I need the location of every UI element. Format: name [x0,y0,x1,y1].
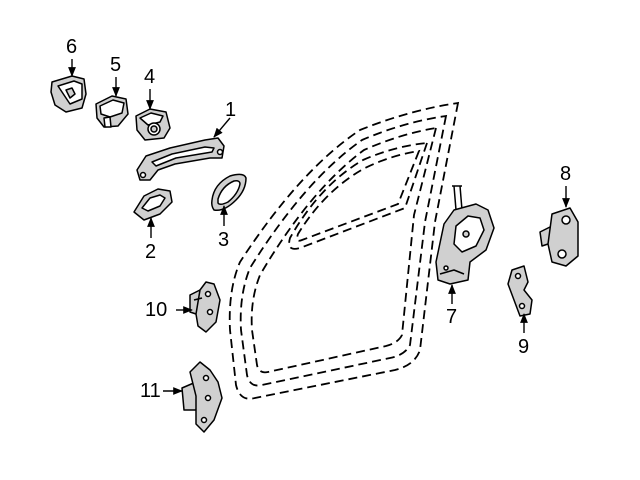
lower-hinge-part [181,361,223,433]
callout-11: 11 [140,380,161,402]
striker-shim-part [507,265,533,317]
door-frame-outline [228,101,460,400]
callout-1: 1 [225,99,237,121]
striker-part [539,207,579,267]
lock-cylinder-housing-part [135,108,171,141]
end-cap-part [50,75,87,113]
leader-arrows [68,59,570,395]
callout-2: 2 [145,241,157,263]
callout-4: 4 [144,66,156,88]
callout-8: 8 [560,163,572,185]
callout-6: 6 [66,36,78,58]
callout-3: 3 [218,229,230,251]
handle-gasket-part [211,173,247,212]
handle-bracket-part [95,95,129,128]
upper-hinge-part [189,281,221,333]
door-latch-part [435,185,495,285]
callout-9: 9 [518,336,530,358]
handle-pad-part [133,188,173,221]
callout-7: 7 [446,306,458,328]
callout-5: 5 [110,54,122,76]
exterior-handle-part [136,137,225,181]
callout-10: 10 [145,299,168,321]
